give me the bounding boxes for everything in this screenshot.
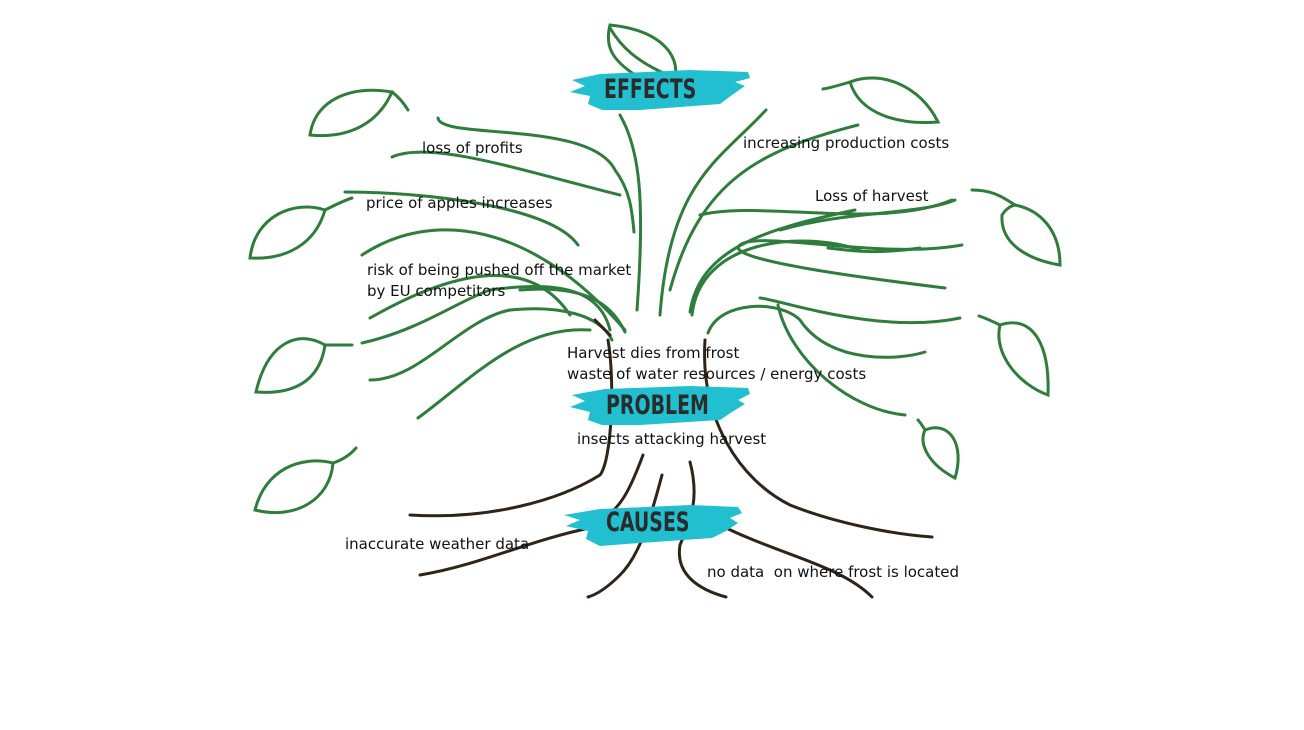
causes-title: CAUSES <box>606 507 690 538</box>
branch <box>668 123 860 292</box>
branch <box>736 239 964 290</box>
branch <box>368 274 572 320</box>
problem-line2: waste of water resources / energy costs <box>567 365 867 383</box>
effect-loss-of-profits: loss of profits <box>422 139 523 157</box>
branch <box>618 113 643 312</box>
root <box>593 318 612 337</box>
branch <box>343 190 580 247</box>
problem-line1: Harvest dies from frost <box>567 344 740 362</box>
branch <box>360 284 612 345</box>
branch <box>368 307 614 382</box>
effect-production-costs: increasing production costs <box>743 134 950 152</box>
leaf-stem <box>977 314 1002 327</box>
effect-pushed-off-line2: by EU competitors <box>367 282 506 300</box>
problem-title: PROBLEM <box>606 390 709 421</box>
cause-weather-data: inaccurate weather data <box>345 535 530 553</box>
leaf <box>1000 203 1062 267</box>
effect-pushed-off-line1: risk of being pushed off the market <box>367 261 632 279</box>
causes-banner <box>564 505 742 546</box>
branch <box>360 228 627 332</box>
branch <box>776 303 907 417</box>
branch <box>706 304 927 359</box>
problem-statement: Harvest dies from frost waste of water r… <box>567 343 866 385</box>
leaf-stem <box>970 188 1017 207</box>
branch <box>390 150 622 197</box>
branch <box>518 287 627 334</box>
leaf <box>848 76 941 124</box>
effect-price-increase: price of apples increases <box>366 194 553 212</box>
leaf-stem <box>331 446 358 465</box>
leaf <box>254 337 327 394</box>
leaf-stem <box>323 196 354 212</box>
problem-banner <box>570 386 750 425</box>
leaf-stem <box>390 90 410 112</box>
branch <box>658 108 768 317</box>
leaf <box>997 321 1050 398</box>
branch <box>436 116 636 234</box>
root <box>718 523 874 599</box>
branch <box>690 239 862 317</box>
effect-pushed-off-market: risk of being pushed off the market by E… <box>367 260 631 302</box>
branch <box>758 296 962 325</box>
leaf-stem <box>821 80 852 91</box>
leaf <box>308 88 395 138</box>
cause-frost-location: no data on where frost is located <box>707 563 959 581</box>
effects-banner <box>570 70 750 110</box>
branch <box>826 246 922 254</box>
branch <box>416 328 592 420</box>
root <box>418 526 592 577</box>
problem-line3: insects attacking harvest <box>577 430 767 448</box>
branch <box>778 198 957 232</box>
leaf-stem <box>608 26 677 80</box>
effects-title: EFFECTS <box>604 74 697 105</box>
leaf <box>253 459 335 515</box>
banners <box>564 70 750 546</box>
root <box>677 460 728 599</box>
leaf <box>921 426 960 481</box>
leaf-stem <box>916 418 927 432</box>
leaf <box>248 205 327 260</box>
effect-loss-of-harvest: Loss of harvest <box>815 187 929 205</box>
